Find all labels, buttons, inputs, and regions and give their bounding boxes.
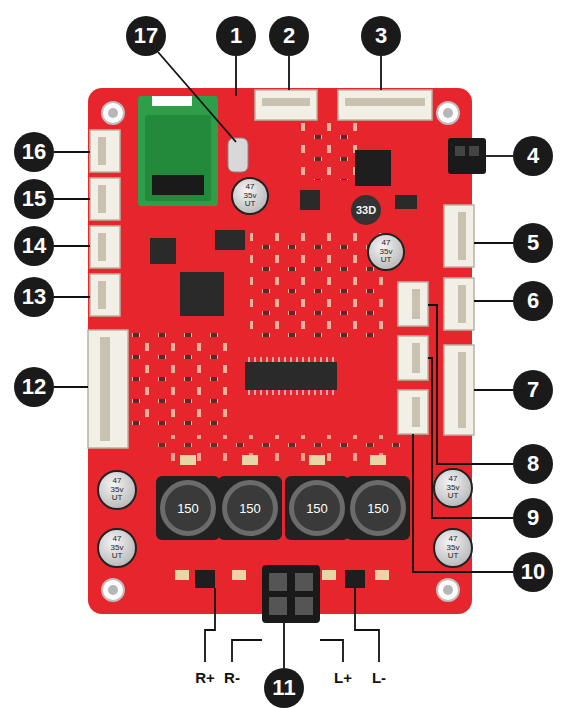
callout-text: 16 [22, 139, 46, 165]
callout-text: 14 [22, 233, 46, 259]
callout-text: 11 [272, 675, 295, 701]
small-inductor [351, 195, 381, 225]
inductor: 150 [160, 480, 216, 536]
callout-number: 14 [14, 226, 54, 266]
callout-number: 5 [513, 223, 553, 263]
capacitor: 47 35v UT [231, 177, 269, 215]
part-marking: 47 35v UT [375, 239, 397, 264]
part-marking: 150 [306, 501, 328, 516]
callout-number: 12 [14, 367, 54, 407]
callout-number: 15 [14, 179, 54, 219]
speaker-connector [262, 565, 320, 623]
callout-text: 5 [527, 230, 539, 256]
callout-number: 2 [269, 16, 309, 56]
callout-number: 4 [513, 136, 553, 176]
power-connector [448, 138, 486, 174]
callout-text: 6 [527, 288, 539, 314]
capacitor: 47 35v UT [433, 468, 473, 508]
inductor: 150 [350, 480, 406, 536]
part-marking: 47 35v UT [106, 477, 128, 502]
callout-text: 10 [521, 559, 545, 585]
callout-text: 13 [22, 284, 46, 310]
part-marking: 150 [367, 501, 389, 516]
callout-text: 4 [527, 143, 539, 169]
jst-header [88, 90, 474, 448]
inductor: 150 [289, 480, 345, 536]
callout-text: 8 [527, 451, 539, 477]
callout-text: 2 [283, 23, 295, 49]
capacitor: 47 35v UT [367, 233, 405, 271]
callout-number: 9 [513, 498, 553, 538]
callout-text: 17 [134, 23, 158, 49]
pcb-board [88, 88, 472, 614]
inductor: 150 [222, 480, 278, 536]
callout-text: 15 [22, 186, 46, 212]
part-marking: 47 35v UT [442, 535, 464, 560]
callout-text: 7 [527, 377, 539, 403]
callout-number: 13 [14, 277, 54, 317]
terminal-label: R+ [195, 669, 215, 686]
amplifier-ic [245, 362, 337, 390]
callout-number: 8 [513, 444, 553, 484]
capacitor: 47 35v UT [433, 528, 473, 568]
callout-text: 12 [22, 374, 46, 400]
callout-text: 9 [527, 505, 539, 531]
capacitor: 47 35v UT [97, 470, 137, 510]
wifi-module [138, 96, 218, 206]
component-marking: 33D [356, 204, 376, 216]
callout-number: 1 [216, 16, 256, 56]
callout-number: 10 [513, 552, 553, 592]
terminal-label: L+ [334, 669, 352, 686]
callout-text: 1 [230, 23, 242, 49]
callout-number: 16 [14, 132, 54, 172]
part-marking: 150 [239, 501, 261, 516]
microcontroller [180, 272, 224, 316]
callout-number: 11 [264, 668, 304, 708]
leader-line [54, 52, 513, 668]
inductor-base [156, 476, 410, 540]
part-marking: 47 35v UT [442, 475, 464, 500]
crystal [228, 138, 248, 172]
terminal-label: R- [224, 669, 240, 686]
callout-number: 7 [513, 370, 553, 410]
part-marking: 150 [177, 501, 199, 516]
part-marking: 47 35v UT [106, 535, 128, 560]
callout-number: 17 [126, 16, 166, 56]
callout-number: 3 [361, 16, 401, 56]
capacitor: 47 35v UT [97, 528, 137, 568]
terminal-label: L- [372, 669, 386, 686]
buzzer [355, 150, 391, 186]
part-marking: 47 35v UT [239, 183, 261, 208]
callout-number: 6 [513, 281, 553, 321]
callout-text: 3 [375, 23, 387, 49]
